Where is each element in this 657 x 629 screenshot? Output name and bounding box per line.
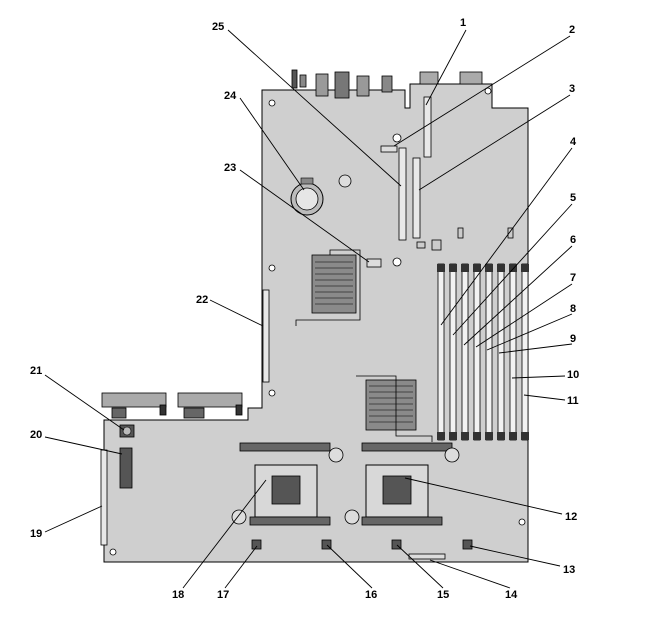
processor-socket-1 — [231, 442, 344, 526]
memory-module-sockets — [437, 263, 529, 441]
callout-5: 5 — [570, 192, 576, 204]
processor-socket-2 — [344, 442, 460, 526]
callout-15: 15 — [437, 589, 449, 601]
callout-8: 8 — [570, 303, 576, 315]
callout-numbers: 1 2 3 4 5 6 7 8 9 10 11 12 13 14 15 16 1… — [30, 17, 579, 601]
bottom-connector — [408, 553, 446, 560]
jumpers — [416, 227, 514, 251]
callout-4: 4 — [570, 136, 577, 148]
small-component — [338, 174, 352, 188]
callout-leaders — [44, 29, 573, 589]
callout-3: 3 — [569, 83, 575, 95]
callout-23: 23 — [224, 162, 236, 174]
callout-6: 6 — [570, 234, 576, 246]
callout-16: 16 — [365, 589, 377, 601]
expansion-riser-connector — [262, 289, 270, 383]
sata-connector — [366, 258, 382, 268]
system-board — [103, 83, 529, 563]
small-connector — [380, 145, 398, 153]
riser-connector-3 — [398, 147, 407, 241]
callout-12: 12 — [565, 511, 577, 523]
back-panel-connectors — [291, 69, 483, 99]
northbridge-heatsink — [295, 249, 361, 326]
chipset-heatsink — [356, 375, 433, 442]
system-speaker — [119, 424, 135, 438]
callout-25: 25 — [212, 21, 224, 33]
callout-2: 2 — [569, 24, 575, 36]
callout-19: 19 — [30, 528, 42, 540]
callout-14: 14 — [505, 589, 518, 601]
callout-7: 7 — [570, 272, 576, 284]
callout-11: 11 — [567, 395, 579, 407]
callout-10: 10 — [567, 369, 579, 381]
callout-13: 13 — [563, 564, 575, 576]
power-connectors — [101, 392, 243, 419]
battery — [290, 177, 324, 216]
callout-18: 18 — [172, 589, 184, 601]
callout-9: 9 — [570, 333, 576, 345]
mounting-holes — [109, 87, 526, 556]
panel-connector — [119, 447, 133, 489]
callout-1: 1 — [460, 17, 466, 29]
fan-connectors — [251, 539, 473, 550]
backplane-connector — [100, 449, 108, 546]
callout-17: 17 — [217, 589, 229, 601]
callout-20: 20 — [30, 429, 42, 441]
callout-21: 21 — [30, 365, 42, 377]
callout-22: 22 — [196, 294, 208, 306]
callout-24: 24 — [224, 90, 237, 102]
riser-connector-2 — [412, 157, 421, 239]
